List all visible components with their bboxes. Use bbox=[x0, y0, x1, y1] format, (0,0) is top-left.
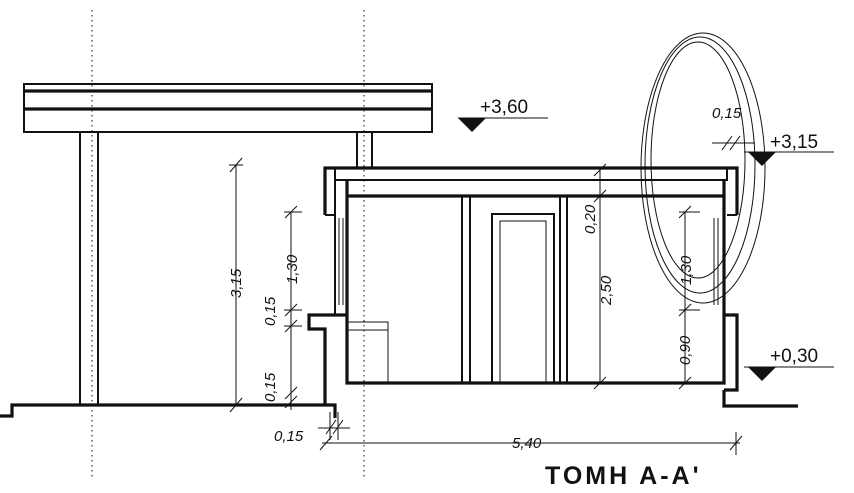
level-label-floor: +0,30 bbox=[770, 346, 818, 367]
dim-wall-overhang: 0,15 bbox=[712, 105, 742, 122]
dimension-lines bbox=[229, 135, 755, 455]
dim-interior-height: 2,50 bbox=[598, 275, 615, 306]
dim-base-step: 0,15 bbox=[262, 372, 279, 402]
section-title: ΤΟΜΗ Α-Α' bbox=[545, 462, 702, 490]
canopy-columns bbox=[79, 132, 373, 405]
dim-slab-thickness: 0,20 bbox=[582, 204, 599, 234]
windows bbox=[338, 218, 719, 305]
dim-building-width: 5,40 bbox=[512, 435, 542, 452]
tree-outline bbox=[640, 32, 766, 304]
dim-right-sill: 0,90 bbox=[677, 335, 694, 365]
dim-base-step-width: 0,15 bbox=[274, 428, 304, 445]
level-label-roof-canopy: +3,60 bbox=[480, 97, 528, 118]
grid-axes bbox=[91, 10, 365, 480]
dim-right-window: 1,30 bbox=[678, 255, 695, 285]
interior-partitions bbox=[461, 196, 568, 384]
dim-left-window: 1,30 bbox=[284, 254, 301, 284]
canopy-roof bbox=[23, 83, 433, 133]
dim-canopy-height: 3,15 bbox=[228, 268, 245, 298]
ground-line bbox=[0, 390, 798, 418]
level-markers bbox=[458, 117, 834, 381]
dim-left-sill-slab: 0,15 bbox=[262, 296, 279, 326]
level-label-roof-building: +3,15 bbox=[770, 132, 818, 153]
